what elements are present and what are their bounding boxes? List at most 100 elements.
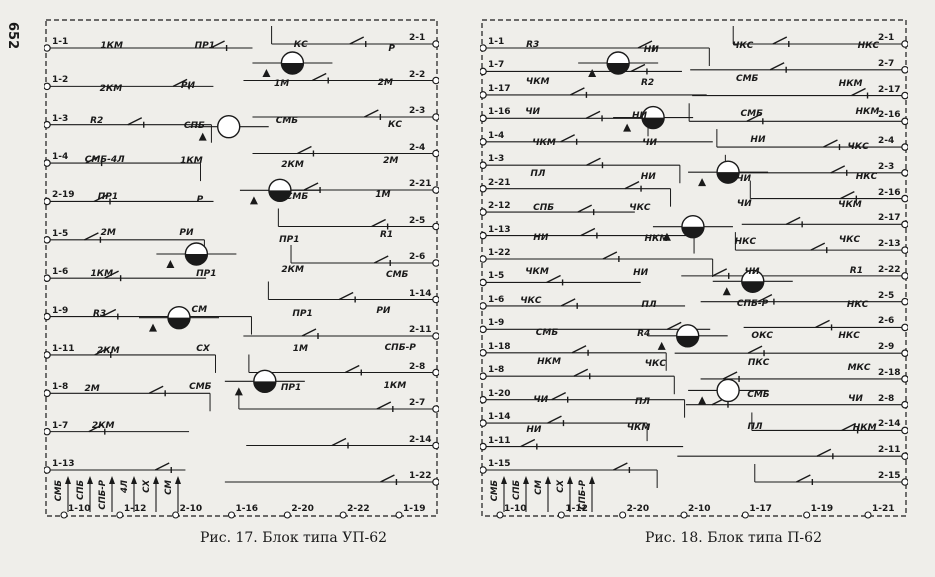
contact <box>551 392 567 401</box>
relay-coil <box>681 215 705 239</box>
device-label: НКМ <box>838 79 863 90</box>
left-terminal-label: 1-11 <box>52 343 75 354</box>
device-label: СМБ <box>740 109 763 120</box>
relay-coil-fill <box>741 281 764 293</box>
device-label: НИ <box>643 45 659 56</box>
right-terminal-label: 2-6 <box>409 252 426 262</box>
device-label: НИ <box>633 267 649 278</box>
left-terminal-label: 1-3 <box>488 154 505 165</box>
bottom-terminal-label: 1-19 <box>810 504 834 514</box>
frame-border <box>45 19 438 517</box>
device-label: 2М <box>383 155 399 166</box>
left-terminal-2-19 <box>44 197 51 206</box>
left-terminal-1-1 <box>44 44 51 52</box>
right-terminal-label: 2-16 <box>878 187 901 198</box>
relay-coil-fill <box>185 254 208 265</box>
contact <box>816 448 832 457</box>
device-label: ПЛ <box>530 168 546 179</box>
arrow-up-icon <box>87 476 93 484</box>
bottom-terminal-1-17 <box>741 511 749 519</box>
contact <box>93 193 109 203</box>
device-label: НИ <box>526 425 542 436</box>
device-label: 2КМ <box>281 265 304 276</box>
device-label: ЧКМ <box>838 200 862 211</box>
contact <box>127 117 143 126</box>
device-label: 1М <box>375 190 391 201</box>
left-terminal-1-3 <box>44 120 51 129</box>
contact <box>573 368 589 377</box>
arrow-icon <box>198 132 207 141</box>
right-terminal-2-7 <box>901 65 908 74</box>
right-terminal-2-4 <box>901 143 908 151</box>
bottom-terminal-1-10 <box>496 511 504 519</box>
schematic-p62 <box>480 19 908 519</box>
bottom-terminal-label: 1-16 <box>235 504 259 514</box>
device-label: 2КМ <box>99 83 123 94</box>
relay-coil <box>641 105 665 130</box>
arrow-up-icon <box>545 476 551 484</box>
right-terminal-label: 2-13 <box>878 239 901 250</box>
bottom-terminal-label: 1-12 <box>565 504 588 514</box>
relay-coil <box>741 269 765 293</box>
right-terminal-2-11 <box>432 332 439 340</box>
device-label: СПБ <box>183 120 205 131</box>
bottom-signal-label: СМБ <box>54 480 64 502</box>
device-label: ЧИ <box>736 198 752 209</box>
device-label: РИ <box>376 305 391 316</box>
right-terminal-2-9 <box>901 349 908 357</box>
device-label: ЧКМ <box>626 423 651 434</box>
device-label: R2 <box>640 78 655 89</box>
left-terminal-1-13 <box>44 466 51 474</box>
device-label: НКМ <box>852 423 877 434</box>
right-terminal-2-1 <box>432 40 439 48</box>
device-label: НКМ <box>537 356 561 367</box>
contact <box>746 113 762 122</box>
arrow-icon <box>623 123 632 132</box>
device-label: ОКС <box>751 331 774 342</box>
device-label: НИ <box>750 135 766 146</box>
left-terminal-1-11 <box>480 442 487 451</box>
arrow-icon <box>262 69 271 77</box>
device-label: ЧИ <box>848 394 863 405</box>
schematic-up62 <box>44 19 439 519</box>
device-label: 1КМ <box>383 380 407 391</box>
bottom-terminal-label: 1-21 <box>872 504 895 514</box>
device-label: R4 <box>637 328 651 339</box>
device-label: ПКС <box>747 357 770 368</box>
device-label: СПБ-Р <box>736 299 769 310</box>
device-label: НКС <box>855 172 878 183</box>
device-label: Р <box>196 195 204 206</box>
device-label: НКМ <box>855 106 880 117</box>
arrow-icon <box>249 196 258 205</box>
arrow-up-icon <box>109 476 115 484</box>
right-terminal-label: 2-14 <box>878 419 901 430</box>
left-terminal-1-5 <box>480 278 487 287</box>
relay-coil <box>268 178 292 203</box>
contact <box>331 437 347 447</box>
left-terminal-1-9 <box>480 325 487 334</box>
device-label: СМБ <box>189 381 212 392</box>
left-terminal-label: 1-17 <box>488 83 511 94</box>
contact <box>637 40 653 49</box>
contact <box>580 227 596 237</box>
left-terminal-1-8 <box>44 389 51 398</box>
device-label: ЧИ <box>744 267 760 278</box>
right-terminal-label: 2-2 <box>409 69 426 80</box>
device-label: РИ <box>179 228 194 239</box>
bottom-terminal-label: 2-20 <box>626 504 650 514</box>
bottom-signal-label: СМ <box>164 480 174 495</box>
device-label: R1 <box>849 266 863 277</box>
relay-coil-fill <box>168 317 191 329</box>
contact <box>104 270 119 279</box>
device-label: СХ <box>196 343 210 354</box>
device-label: Р <box>388 43 396 54</box>
bottom-terminal-2-20 <box>283 511 291 519</box>
right-terminal-2-5 <box>901 297 908 306</box>
bottom-signal-label: СПБ <box>76 480 86 500</box>
relay-coil <box>675 324 700 348</box>
device-label: КС <box>388 119 402 130</box>
page-number: 652 <box>5 22 20 50</box>
left-terminal-1-17 <box>480 91 487 99</box>
right-terminal-label: 2-15 <box>878 471 901 481</box>
